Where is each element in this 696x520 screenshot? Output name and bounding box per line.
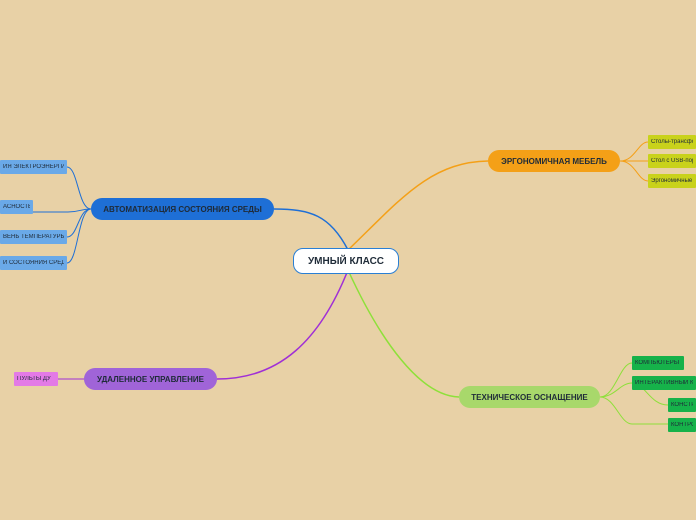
- subtopic-remote-1[interactable]: ПУЛЬТЫ ДУ: [14, 372, 58, 386]
- subtopic-label: Эргономичные: [651, 178, 693, 184]
- topic-furniture-label: ЭРГОНОМИЧНАЯ МЕБЕЛЬ: [501, 156, 607, 166]
- link-furniture: [347, 160, 489, 251]
- subtopic-label: АСНОСТЬ: [3, 204, 30, 210]
- subtopic-tech-3[interactable]: КОНСТР: [668, 398, 696, 412]
- link-remote: [216, 269, 349, 380]
- subtopic-label: ПУЛЬТЫ ДУ: [17, 376, 51, 382]
- central-topic[interactable]: УМНЫЙ КЛАСС: [293, 248, 399, 274]
- subtopic-automation-4[interactable]: Й СОСТОЯНИЯ СРЕДЫ: [0, 256, 67, 270]
- subtopic-label: ИЯ ЭЛЕКТРОЭНЕРГИИ: [3, 164, 64, 170]
- topic-remote-label: УДАЛЕННОЕ УПРАВЛЕНИЕ: [97, 374, 204, 384]
- subtopic-furniture-1[interactable]: Столы-трансфо: [648, 135, 696, 149]
- subtopic-furniture-3[interactable]: Эргономичные: [648, 174, 696, 188]
- subtopic-label: ИНТЕРАКТИВНЫЙ КО: [635, 380, 693, 386]
- subtopic-label: Стол с USB-пор: [651, 158, 693, 164]
- subtopic-automation-3[interactable]: ВЕНЬ ТЕМПЕРАТУРЫ: [0, 230, 67, 244]
- subtopic-automation-1[interactable]: ИЯ ЭЛЕКТРОЭНЕРГИИ: [0, 160, 67, 174]
- subtopic-label: КОНТРО: [671, 422, 693, 428]
- subtopic-tech-1[interactable]: КОМПЬЮТЕРЫ: [632, 356, 684, 370]
- link-automation: [273, 208, 349, 251]
- subtopic-label: КОМПЬЮТЕРЫ: [635, 360, 680, 366]
- link-tech: [347, 269, 460, 398]
- topic-automation-label: АВТОМАТИЗАЦИЯ СОСТОЯНИЯ СРЕДЫ: [103, 204, 262, 214]
- subtopic-automation-2[interactable]: АСНОСТЬ: [0, 200, 33, 214]
- topic-tech[interactable]: ТЕХНИЧЕСКОЕ ОСНАЩЕНИЕ: [459, 386, 600, 408]
- subtopic-label: КОНСТР: [671, 402, 693, 408]
- subtopic-label: Столы-трансфо: [651, 139, 693, 145]
- topic-furniture[interactable]: ЭРГОНОМИЧНАЯ МЕБЕЛЬ: [488, 150, 620, 172]
- subtopic-tech-4[interactable]: КОНТРО: [668, 418, 696, 432]
- topic-tech-label: ТЕХНИЧЕСКОЕ ОСНАЩЕНИЕ: [471, 392, 588, 402]
- central-topic-label: УМНЫЙ КЛАСС: [307, 255, 385, 267]
- subtopic-label: Й СОСТОЯНИЯ СРЕДЫ: [3, 260, 64, 266]
- subtopic-furniture-2[interactable]: Стол с USB-пор: [648, 154, 696, 168]
- topic-automation[interactable]: АВТОМАТИЗАЦИЯ СОСТОЯНИЯ СРЕДЫ: [91, 198, 274, 220]
- subtopic-label: ВЕНЬ ТЕМПЕРАТУРЫ: [3, 234, 64, 240]
- topic-remote[interactable]: УДАЛЕННОЕ УПРАВЛЕНИЕ: [84, 368, 217, 390]
- subtopic-tech-2[interactable]: ИНТЕРАКТИВНЫЙ КО: [632, 376, 696, 390]
